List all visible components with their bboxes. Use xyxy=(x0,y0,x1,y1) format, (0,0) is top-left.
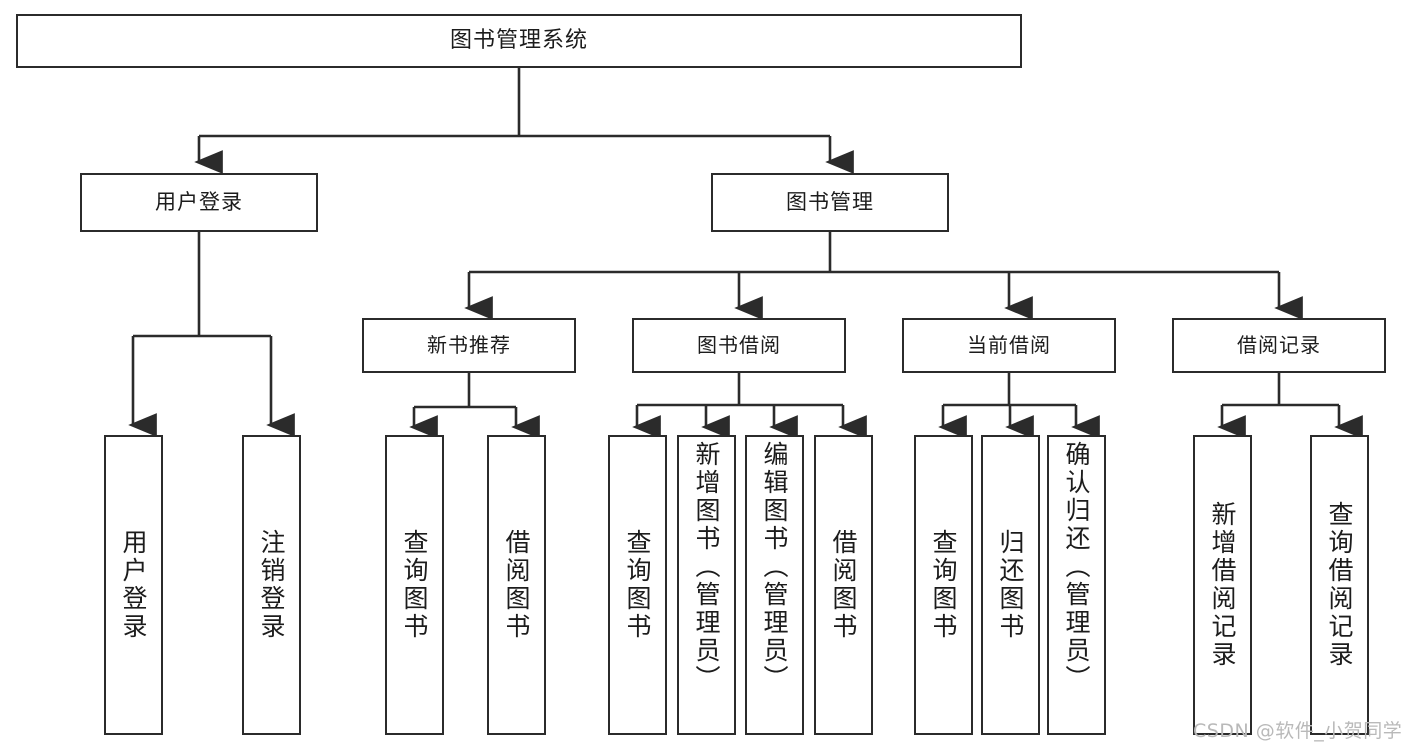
node-leaf-edit-book-label: 编辑图书（管理员） xyxy=(760,441,789,693)
node-leaf-query-record-label: 查询借阅记录 xyxy=(1325,501,1354,669)
node-leaf-edit-book[interactable]: 编辑图书（管理员） xyxy=(745,435,804,735)
node-leaf-add-record[interactable]: 新增借阅记录 xyxy=(1193,435,1252,735)
node-leaf-query-record[interactable]: 查询借阅记录 xyxy=(1310,435,1369,735)
node-leaf-user-login[interactable]: 用户登录 xyxy=(104,435,163,735)
node-leaf-query-book-1[interactable]: 查询图书 xyxy=(385,435,444,735)
node-current-borrow[interactable]: 当前借阅 xyxy=(902,318,1116,373)
node-new-book-recommend-label: 新书推荐 xyxy=(427,333,511,357)
node-leaf-user-logout[interactable]: 注销登录 xyxy=(242,435,301,735)
node-user-login-label: 用户登录 xyxy=(155,190,243,215)
node-book-borrow-label: 图书借阅 xyxy=(697,333,781,357)
node-leaf-query-book-1-label: 查询图书 xyxy=(400,529,429,641)
node-leaf-confirm-return[interactable]: 确认归还（管理员） xyxy=(1047,435,1106,735)
node-leaf-query-book-3[interactable]: 查询图书 xyxy=(914,435,973,735)
node-leaf-query-book-2-label: 查询图书 xyxy=(623,529,652,641)
node-new-book-recommend[interactable]: 新书推荐 xyxy=(362,318,576,373)
node-leaf-borrow-book-2-label: 借阅图书 xyxy=(829,529,858,641)
node-root-label: 图书管理系统 xyxy=(449,28,588,54)
node-leaf-query-book-3-label: 查询图书 xyxy=(929,529,958,641)
node-leaf-confirm-return-label: 确认归还（管理员） xyxy=(1062,441,1091,693)
node-leaf-add-record-label: 新增借阅记录 xyxy=(1208,501,1237,669)
node-leaf-borrow-book-2[interactable]: 借阅图书 xyxy=(814,435,873,735)
node-leaf-query-book-2[interactable]: 查询图书 xyxy=(608,435,667,735)
node-root[interactable]: 图书管理系统 xyxy=(16,14,1022,68)
node-leaf-user-login-label: 用户登录 xyxy=(119,529,148,641)
node-leaf-add-book-label: 新增图书（管理员） xyxy=(692,441,721,693)
node-borrow-record-label: 借阅记录 xyxy=(1237,333,1321,357)
node-leaf-return-book-label: 归还图书 xyxy=(996,529,1025,641)
node-current-borrow-label: 当前借阅 xyxy=(967,333,1051,357)
node-leaf-add-book[interactable]: 新增图书（管理员） xyxy=(677,435,736,735)
node-book-management-label: 图书管理 xyxy=(786,190,874,215)
node-leaf-borrow-book-1-label: 借阅图书 xyxy=(502,529,531,641)
node-book-management[interactable]: 图书管理 xyxy=(711,173,949,232)
node-leaf-user-logout-label: 注销登录 xyxy=(257,529,286,641)
node-leaf-borrow-book-1[interactable]: 借阅图书 xyxy=(487,435,546,735)
node-leaf-return-book[interactable]: 归还图书 xyxy=(981,435,1040,735)
node-book-borrow[interactable]: 图书借阅 xyxy=(632,318,846,373)
node-borrow-record[interactable]: 借阅记录 xyxy=(1172,318,1386,373)
csdn-watermark: CSDN @软件_小贺同学 xyxy=(1193,720,1403,742)
node-user-login[interactable]: 用户登录 xyxy=(80,173,318,232)
